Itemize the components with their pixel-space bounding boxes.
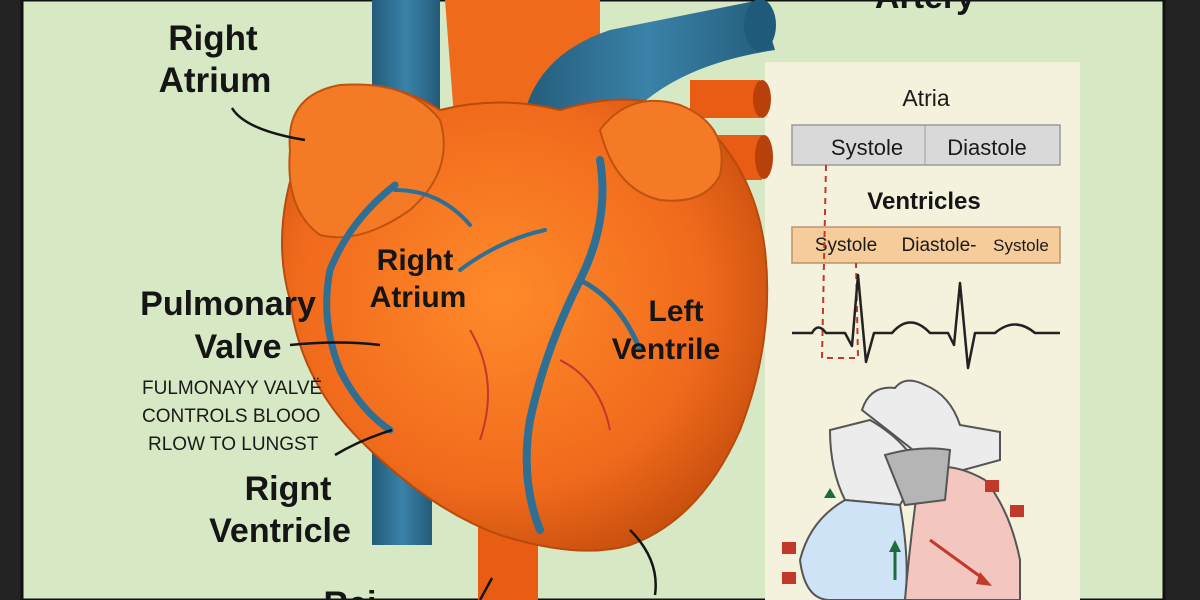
artery-label: Artery	[875, 0, 975, 16]
left-ventricle-label-1: Left	[649, 295, 704, 328]
frame-border	[20, 0, 1166, 600]
pulmonary-valve-label-2: Valve	[195, 328, 282, 366]
heart	[281, 83, 769, 552]
pulmonary-note-line-1: FULMONAYY VALVË	[142, 378, 322, 399]
pulmonary-vein-upper	[690, 80, 760, 118]
cross-section-vessels	[860, 379, 1001, 477]
coronary-branch-2	[458, 228, 547, 272]
small-artery-2	[469, 329, 489, 441]
ventricles-title: Ventricles	[867, 188, 980, 215]
leader-right-atrium	[230, 107, 306, 142]
valve-marker-1	[782, 542, 796, 554]
ecg-trace	[792, 273, 1060, 370]
ventricles-diastole-label: Diastole-	[902, 235, 977, 256]
leader-lines	[230, 107, 657, 600]
right-ventricle-label-2: Ventricle	[209, 512, 351, 550]
leader-pulmonary-valve	[289, 341, 381, 347]
leader-bottom-left	[478, 577, 494, 600]
valve-marker-2	[782, 572, 796, 584]
right-atrium-outer-label-1: Right	[168, 19, 258, 58]
coronary-branch-3	[393, 188, 472, 227]
right-atrium-inner-label-1: Right	[377, 244, 454, 277]
right-atrium-lobe	[288, 83, 445, 239]
flow-arrow-green-head	[889, 540, 901, 552]
coronary-vessel-left	[522, 156, 607, 534]
phase-marker-dashed	[820, 164, 860, 359]
ventricles-bar	[791, 226, 1061, 264]
right-ventricle-label-1: Rignt	[245, 470, 332, 508]
left-ventricle-label-2: Ventrile	[612, 333, 720, 366]
bottom-cut-label: Rei	[324, 585, 377, 600]
leader-right-ventricle	[334, 428, 393, 457]
pulmonary-artery-opening	[744, 0, 776, 51]
atria-diastole-label: Diastole	[947, 135, 1026, 160]
right-atrium-inner-label-2: Atrium	[370, 281, 467, 314]
atria-bar	[791, 124, 1061, 166]
pulmonary-vein-lower-opening	[755, 135, 773, 179]
coronary-vessel-right	[323, 181, 399, 434]
pulmonary-valve-label-1: Pulmonary	[140, 285, 316, 323]
flow-arrow-small	[824, 488, 836, 498]
coronary-branch-1	[577, 277, 643, 353]
pulmonary-note-line-2: CONTROLS BLOOO	[142, 406, 320, 427]
cross-section-right-ventricle	[798, 498, 908, 600]
flow-arrow-red	[929, 538, 986, 582]
pulmonary-vein-upper-opening	[753, 80, 771, 118]
valve-marker-3	[985, 480, 999, 492]
pulmonary-note-line-3: RLOW TO LUNGST	[148, 434, 319, 455]
heart-cross-section	[782, 379, 1024, 600]
small-artery-1	[559, 359, 611, 431]
cross-section-septum	[883, 447, 952, 507]
ventricles-systole-2-label: Systole	[993, 236, 1049, 255]
left-atrium-lobe	[598, 99, 723, 202]
leader-bottom-right	[629, 529, 657, 596]
right-atrium-outer-label-2: Atrium	[159, 61, 272, 100]
cardiac-cycle-panel: Atria Systole Diastole Ventricles Systol…	[782, 85, 1061, 600]
valve-marker-4	[1010, 505, 1024, 517]
flow-arrow-red-head	[976, 572, 992, 586]
atria-systole-label: Systole	[831, 135, 903, 160]
ventricles-systole-label: Systole	[815, 235, 877, 256]
atria-title: Atria	[902, 85, 950, 111]
